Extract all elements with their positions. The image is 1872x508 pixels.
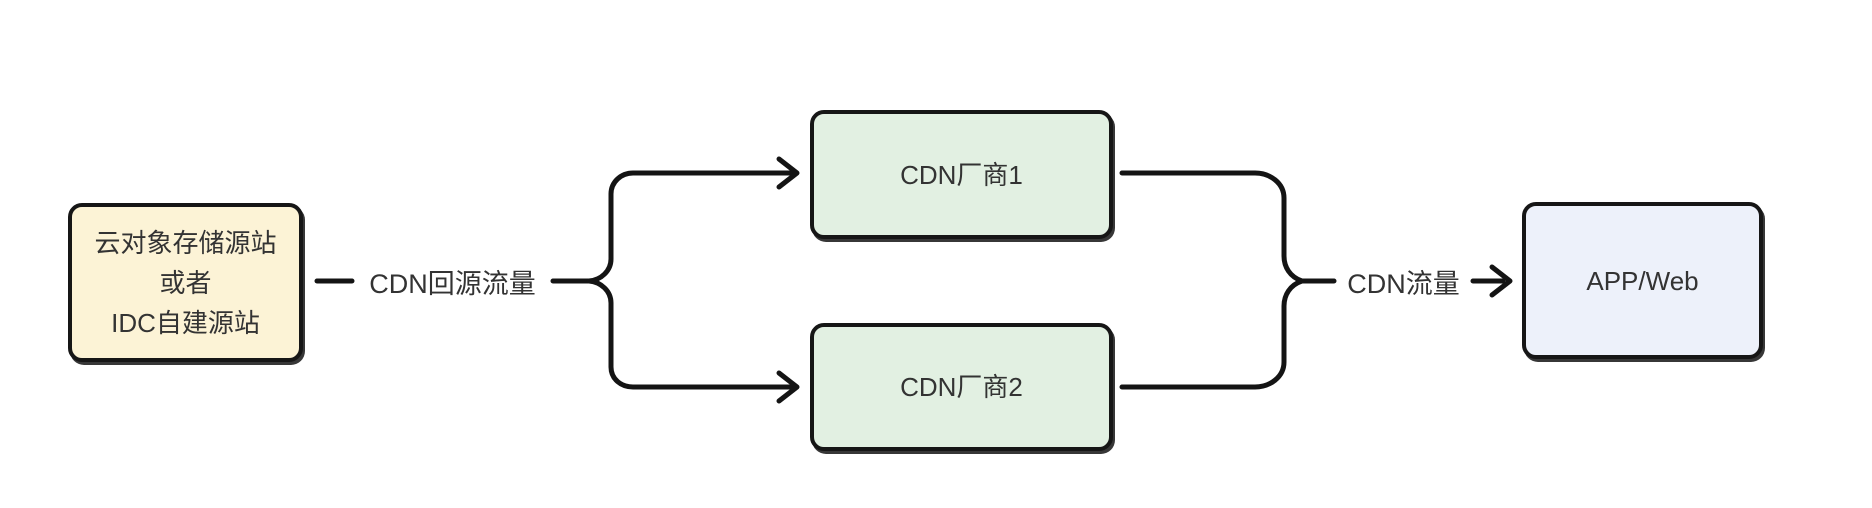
origin-node: 云对象存储源站 或者 IDC自建源站 <box>68 203 303 362</box>
origin-label-line-2: 或者 <box>159 267 212 298</box>
cdn-traffic-label-text: CDN流量 <box>1347 268 1460 299</box>
merge-brace-bottom <box>1119 278 1305 390</box>
arrowhead-to-app-icon <box>1489 264 1513 298</box>
arrowhead-to-cdn2-icon <box>776 370 800 404</box>
fork-brace-bottom <box>586 278 796 390</box>
origin-label-line-1: 云对象存储源站 <box>94 227 277 258</box>
back-to-origin-traffic-label: CDN回源流量 <box>352 259 553 303</box>
origin-node-label: 云对象存储源站 或者 IDC自建源站 <box>94 223 276 343</box>
app-web-label: APP/Web <box>1586 265 1699 296</box>
arrowhead-to-cdn1-icon <box>776 156 800 190</box>
cdn-vendor-1-label: CDN厂商1 <box>900 159 1023 190</box>
cdn-vendor-2-label: CDN厂商2 <box>900 372 1023 402</box>
cdn-vendor-2-node: CDN厂商2 <box>810 323 1113 451</box>
app-web-node: APP/Web <box>1522 202 1763 359</box>
cdn-vendor-1-node: CDN厂商1 <box>810 110 1113 239</box>
fork-brace-top <box>586 170 796 284</box>
cdn-traffic-label: CDN流量 <box>1334 259 1473 303</box>
back-to-origin-traffic-label-text: CDN回源流量 <box>369 268 536 299</box>
origin-label-line-3: IDC自建源站 <box>111 307 260 338</box>
merge-brace-top <box>1119 170 1305 284</box>
